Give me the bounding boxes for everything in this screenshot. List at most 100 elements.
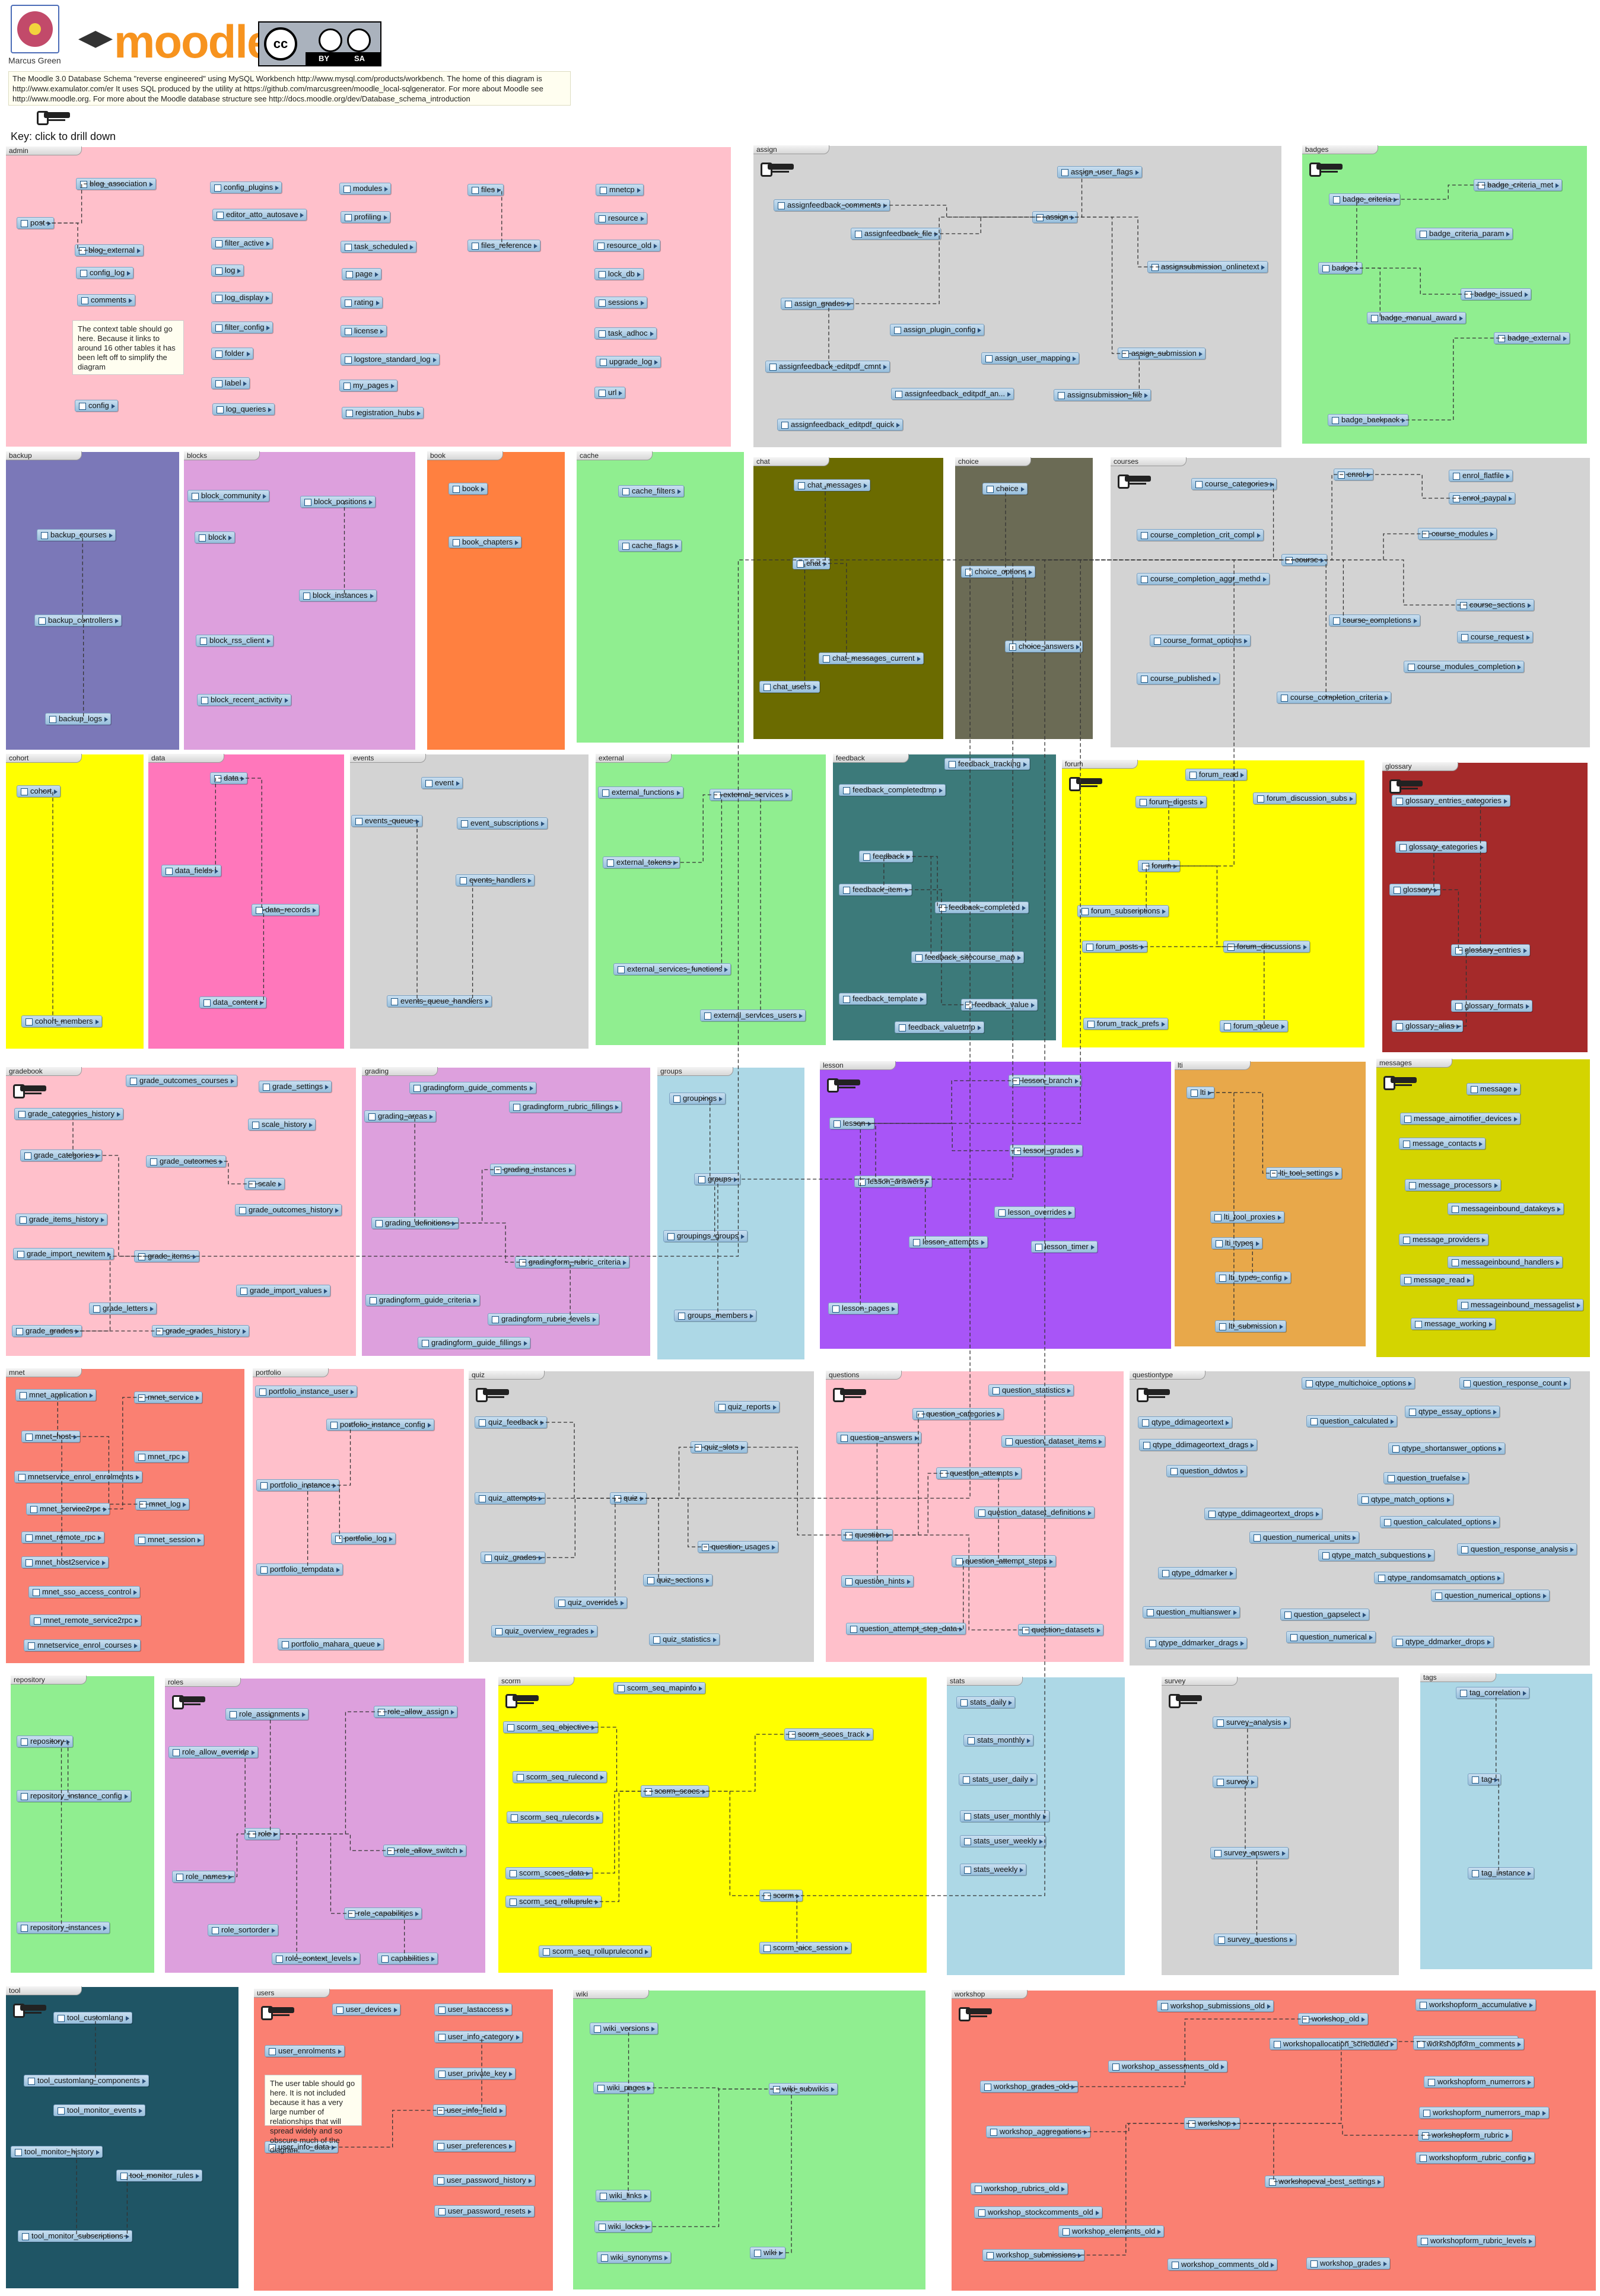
table-chat-messages-current[interactable]: chat_messages_current [819,652,924,664]
table-quiz-attempts[interactable]: quiz_attempts [475,1492,545,1504]
table-assignsubmission-file[interactable]: assignsubmission_file [1054,389,1152,401]
table-mnet-log[interactable]: mnet_log [135,1498,190,1510]
table-modules[interactable]: modules [339,183,392,195]
table-mnet-service[interactable]: mnet_service [134,1391,203,1403]
table-workshop-old[interactable]: workshop_old [1298,2013,1369,2025]
table-survey[interactable]: survey [1213,1776,1258,1788]
table-role-allow-override[interactable]: role_allow_override [168,1746,258,1758]
table-lesson-timer[interactable]: lesson_timer [1031,1241,1098,1253]
table-workshopform-rubric-levels[interactable]: workshopform_rubric_levels [1417,2235,1535,2247]
table-message-working[interactable]: message_working [1411,1318,1496,1330]
table-mnet-service2rpc[interactable]: mnet_service2rpc [26,1503,110,1515]
drill-down-icon[interactable] [1309,161,1345,177]
table-scorm-scoes-data[interactable]: scorm_scoes_data [505,1867,593,1879]
table-tag[interactable]: tag [1468,1773,1502,1785]
table-log-queries[interactable]: log_queries [212,403,275,415]
table-config-plugins[interactable]: config_plugins [210,181,282,193]
drill-down-icon[interactable] [1389,778,1425,794]
table-feedback-value[interactable]: feedback_value [961,999,1038,1011]
table-workshop-stockcomments-old[interactable]: workshop_stockcomments_old [974,2206,1102,2218]
table-events-queue[interactable]: events_queue [351,815,422,827]
table-portfolio-instance[interactable]: portfolio_instance [256,1479,339,1491]
table-user-preferences[interactable]: user_preferences [433,2140,516,2152]
table-question-numerical-options[interactable]: question_numerical_options [1431,1590,1550,1601]
table-badge-external[interactable]: badge_external [1494,332,1570,344]
table-portfolio-log[interactable]: portfolio_log [331,1533,396,1545]
table-workshop-comments-old[interactable]: workshop_comments_old [1168,2259,1278,2270]
table-blog-external[interactable]: blog_external [75,244,144,256]
table-enrol[interactable]: enrol [1334,469,1373,480]
table-question-attempts[interactable]: question_attempts [936,1467,1022,1479]
table-external-services-functions[interactable]: external_services_functions [613,963,731,975]
table-grade-outcomes-courses[interactable]: grade_outcomes_courses [126,1075,237,1087]
table-glossary[interactable]: glossary [1389,884,1441,896]
table-quiz-sections[interactable]: quiz_sections [643,1574,712,1586]
table-qtype-multichoice-options[interactable]: qtype_multichoice_options [1302,1377,1415,1389]
table-wiki-subwikis[interactable]: wiki_subwikis [769,2083,838,2095]
table-upgrade-log[interactable]: upgrade_log [596,356,661,368]
table-workshopeval-best-settings[interactable]: workshopeval_best_settings [1265,2176,1385,2187]
table-log-display[interactable]: log_display [211,292,273,304]
table-question-numerical[interactable]: question_numerical [1286,1631,1376,1643]
table-gradingform-guide-fillings[interactable]: gradingform_guide_fillings [418,1337,530,1349]
table-messageinbound-datakeys[interactable]: messageinbound_datakeys [1448,1203,1564,1215]
table-url[interactable]: url [594,387,626,399]
table-block-community[interactable]: block_community [187,490,270,502]
table-stats-weekly[interactable]: stats_weekly [960,1864,1027,1875]
table-stats-user-monthly[interactable]: stats_user_monthly [960,1810,1049,1822]
table-book-chapters[interactable]: book_chapters [448,536,522,548]
table-grade-outcomes[interactable]: grade_outcomes [146,1155,226,1167]
table-question-dataset-definitions[interactable]: question_dataset_definitions [974,1507,1095,1518]
table-event[interactable]: event [421,777,463,789]
table-role-context-levels[interactable]: role_context_levels [272,1953,361,1964]
table-grade-letters[interactable]: grade_letters [89,1303,157,1314]
table-grading-definitions[interactable]: grading_definitions [371,1217,459,1229]
table-qtype-match-subquestions[interactable]: qtype_match_subquestions [1318,1549,1435,1561]
cc-license-badge[interactable]: cc BY SA [258,21,381,66]
drill-down-icon[interactable] [827,1077,863,1093]
table-forum-discussion-subs[interactable]: forum_discussion_subs [1253,792,1356,804]
table-feedback-valuetmp[interactable]: feedback_valuetmp [895,1021,984,1033]
table-grade-import-values[interactable]: grade_import_values [236,1285,331,1297]
table-lesson-overrides[interactable]: lesson_overrides [994,1206,1076,1218]
table-gradingform-rubric-criteria[interactable]: gradingform_rubric_criteria [515,1256,630,1268]
table-lesson-attempts[interactable]: lesson_attempts [909,1236,988,1248]
table-tool-monitor-events[interactable]: tool_monitor_events [53,2104,146,2116]
table-message-processors[interactable]: message_processors [1405,1179,1501,1191]
table-resource-old[interactable]: resource_old [593,240,661,251]
table-question-truefalse[interactable]: question_truefalse [1383,1472,1469,1484]
table-sessions[interactable]: sessions [594,297,647,308]
table-chat-messages[interactable]: chat_messages [794,479,871,491]
table-external-services-users[interactable]: external_services_users [700,1010,806,1021]
table-qtype-ddmarker[interactable]: qtype_ddmarker [1158,1567,1236,1579]
table-external-services[interactable]: external_services [710,789,793,801]
table-enrol-flatfile[interactable]: enrol_flatfile [1449,470,1513,482]
table-message-read[interactable]: message_read [1400,1274,1474,1286]
table-workshop[interactable]: workshop [1184,2117,1240,2129]
table-blog-association[interactable]: blog_association [76,178,156,190]
table-workshop-elements-old[interactable]: workshop_elements_old [1058,2225,1165,2237]
table-workshopform-numerrors-map[interactable]: workshopform_numerrors_map [1419,2107,1549,2119]
drill-down-icon[interactable] [1069,776,1105,791]
table-question-hints[interactable]: question_hints [841,1575,914,1587]
table-qtype-match-options[interactable]: qtype_match_options [1357,1493,1453,1505]
table-role-names[interactable]: role_names [172,1871,235,1883]
table-messageinbound-messagelist[interactable]: messageinbound_messagelist [1457,1299,1583,1311]
table-grade-grades-history[interactable]: grade_grades_history [152,1325,249,1337]
table-feedback-completed[interactable]: feedback_completed [935,902,1029,913]
table-grade-settings[interactable]: grade_settings [259,1081,332,1093]
table-groups-members[interactable]: groups_members [674,1310,757,1321]
table-mnet-session[interactable]: mnet_session [134,1534,205,1546]
table-forum-read[interactable]: forum_read [1185,769,1248,781]
table-assignfeedback-comments[interactable]: assignfeedback_comments [774,199,890,211]
table-feedback-completedtmp[interactable]: feedback_completedtmp [839,784,946,796]
table-license[interactable]: license [341,325,387,337]
table-post[interactable]: post [17,217,54,229]
drill-down-icon[interactable] [476,1387,511,1402]
table-data-records[interactable]: data_records [252,904,319,916]
table-data-fields[interactable]: data_fields [161,865,221,877]
table-messageinbound-handlers[interactable]: messageinbound_handlers [1448,1256,1563,1268]
table-feedback-sitecourse-map[interactable]: feedback_sitecourse_map [911,951,1024,963]
table-glossary-entries[interactable]: glossary_entries [1451,944,1530,956]
table-quiz-feedback[interactable]: quiz_feedback [475,1416,547,1428]
